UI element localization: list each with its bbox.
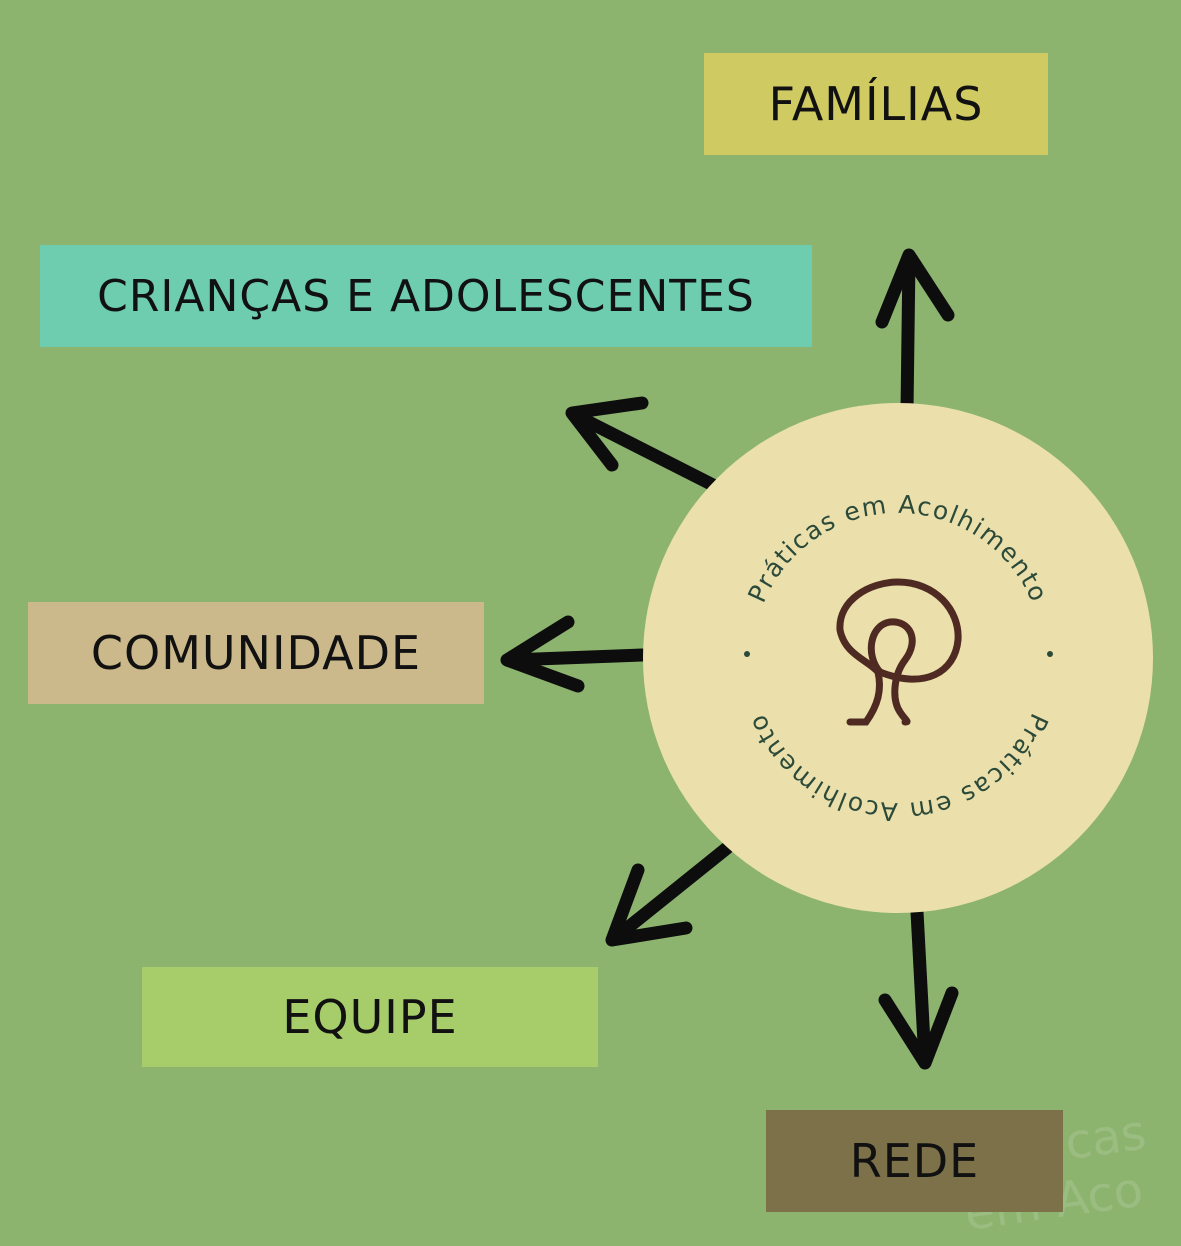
arrow-to-comunidade [500, 615, 649, 693]
node-rede: REDE [766, 1110, 1063, 1212]
ring-dot-right [1047, 651, 1053, 657]
logo-icon [836, 578, 962, 726]
node-familias: FAMÍLIAS [704, 53, 1048, 155]
node-equipe: EQUIPE [142, 967, 598, 1067]
center-circle [643, 403, 1153, 913]
arrow-to-familias [875, 248, 955, 417]
arrow-to-criancas [565, 396, 720, 492]
node-criancas-e-adolescentes: CRIANÇAS E ADOLESCENTES [40, 245, 812, 347]
arrow-to-equipe [605, 841, 734, 947]
arrow-to-rede [878, 905, 959, 1070]
ring-dot-left [744, 651, 750, 657]
node-comunidade: COMUNIDADE [28, 602, 484, 704]
